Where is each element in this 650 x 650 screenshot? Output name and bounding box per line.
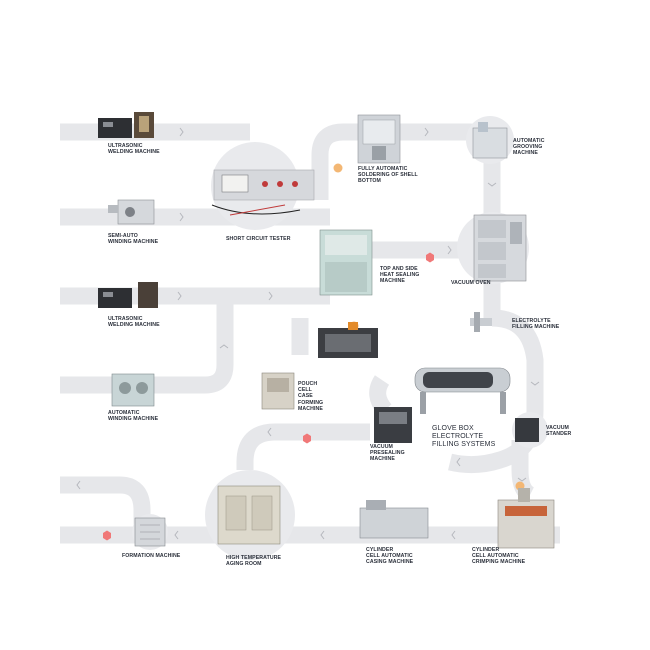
vacuum-presealing-machine-icon [374, 407, 412, 443]
soldering-machine-icon [357, 114, 401, 164]
short-circuit-tester-icon [211, 142, 315, 230]
hex-markers [103, 252, 434, 541]
vacuum-stander-icon [512, 412, 548, 448]
label-formation-machine: FORMATION MACHINE [122, 553, 181, 559]
heat-sealing-machine-icon [319, 229, 373, 296]
semi-auto-winding-machine-icon [108, 199, 155, 225]
aging-room-icon [205, 470, 295, 560]
cylinder-casing-machine-icon [359, 500, 429, 539]
pouch-cell-forming-machine-icon [261, 372, 295, 410]
direction-chevrons [76, 127, 540, 540]
grooving-machine-icon [466, 116, 514, 164]
label-short-circuit-tester: SHORT CIRCUIT TESTER [226, 236, 291, 242]
automatic-winding-machine-icon [111, 373, 155, 407]
vacuum-oven-icon [457, 212, 529, 284]
ultrasonic-welding-machine-1-icon [98, 112, 154, 138]
label-vacuum-oven: VACUUM OVEN [451, 280, 491, 286]
pouch-sealing-press-icon [318, 322, 378, 358]
glove-box-icon [414, 367, 511, 414]
ultrasonic-welding-machine-2-icon [98, 282, 158, 308]
cylinder-crimping-machine-icon [497, 488, 555, 549]
electrolyte-filling-machine-icon [470, 312, 492, 332]
formation-machine-icon [132, 514, 168, 550]
